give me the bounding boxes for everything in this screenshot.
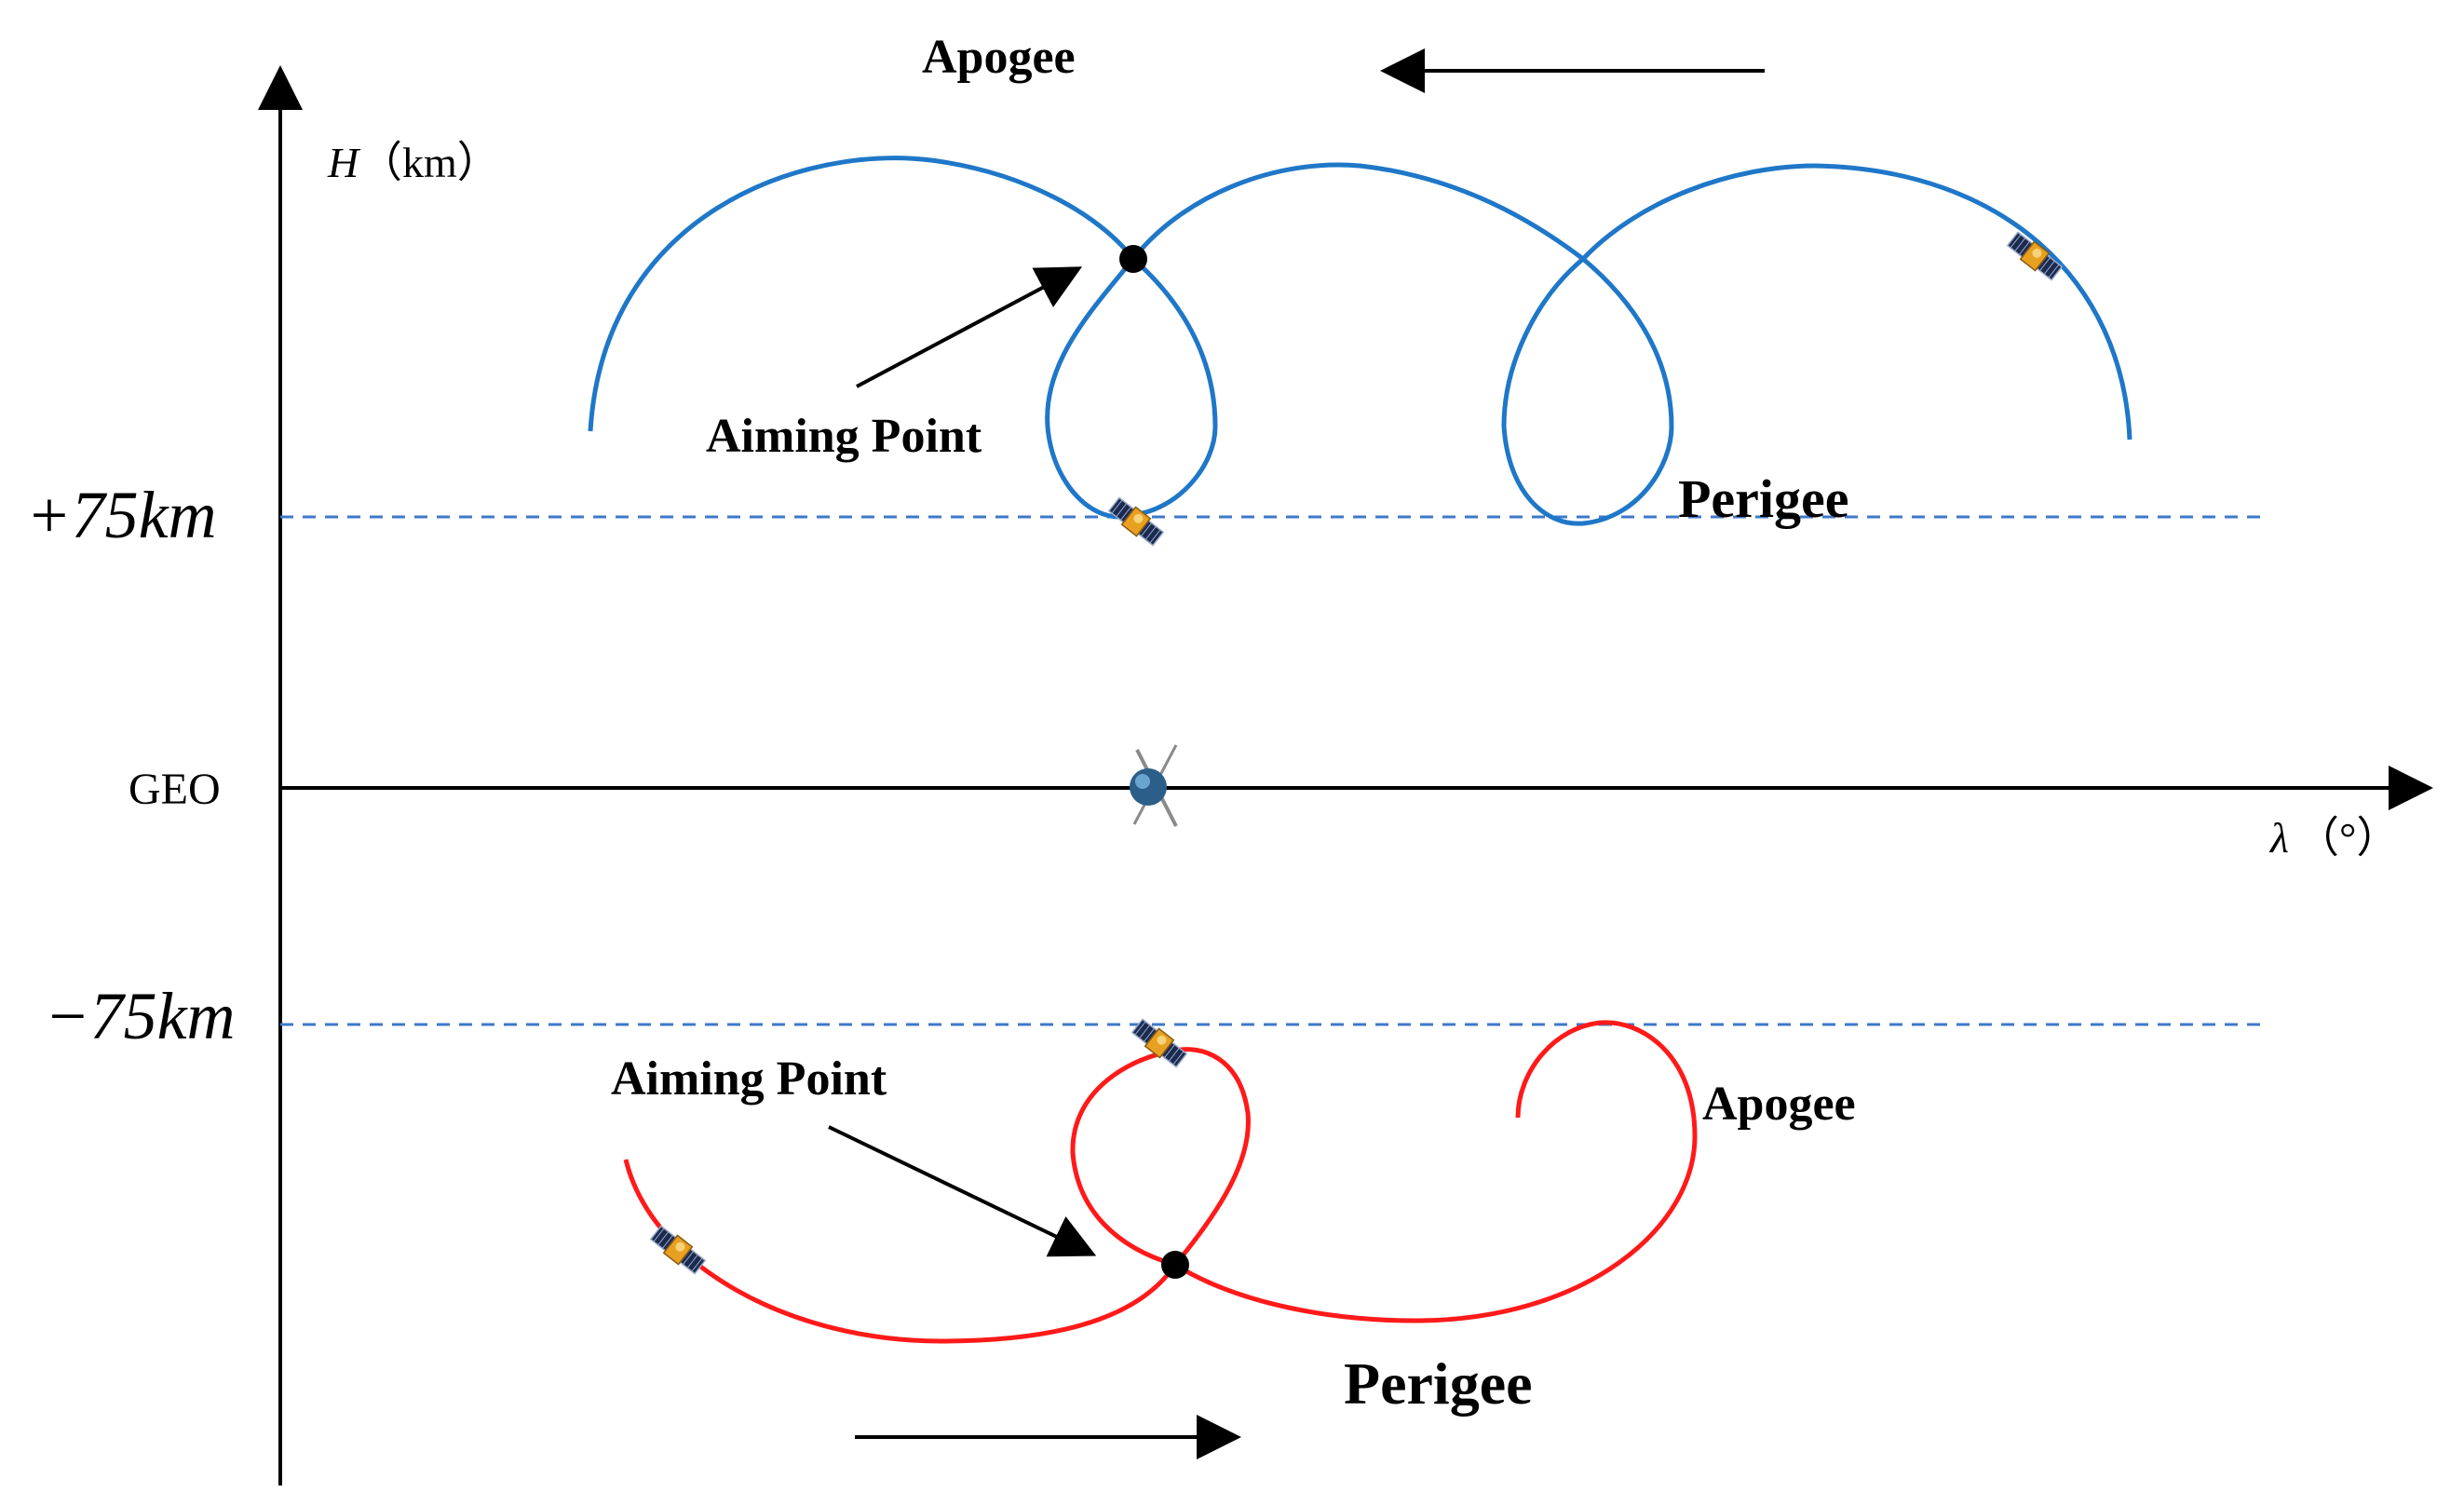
lower-apogee-label: Apogee [1702,1078,1856,1131]
lower-trajectory [623,1020,1698,1344]
lower-aiming-arrow [828,1125,1097,1257]
upper-apogee-label: Apogee [922,31,1076,84]
lower-aiming-point-label: Aiming Point [611,1052,887,1106]
upper-aiming-point-marker [1119,245,1147,273]
satellite-icon [1106,495,1166,549]
lower-aiming-point-marker [1161,1251,1189,1279]
geo-label: GEO [129,765,221,814]
lower-perigee-label: Perigee [1344,1350,1533,1417]
satellite-icon [648,1223,708,1277]
geo-satellite-icon [1130,744,1178,827]
upper-limit-label: +75km [26,478,217,552]
lower-limit-label: −75km [45,979,236,1053]
upper-trajectory [588,156,2132,526]
x-axis-label-unit: （°） [2296,814,2399,862]
upper-perigee-label: Perigee [1678,468,1849,529]
y-axis-label-var: H [327,139,361,186]
upper-aiming-point-label: Aiming Point [706,410,982,463]
upper-aiming-arrow [856,266,1083,388]
y-axis-label-unit: （km） [359,139,500,186]
x-axis-label-var: λ [2268,814,2289,862]
